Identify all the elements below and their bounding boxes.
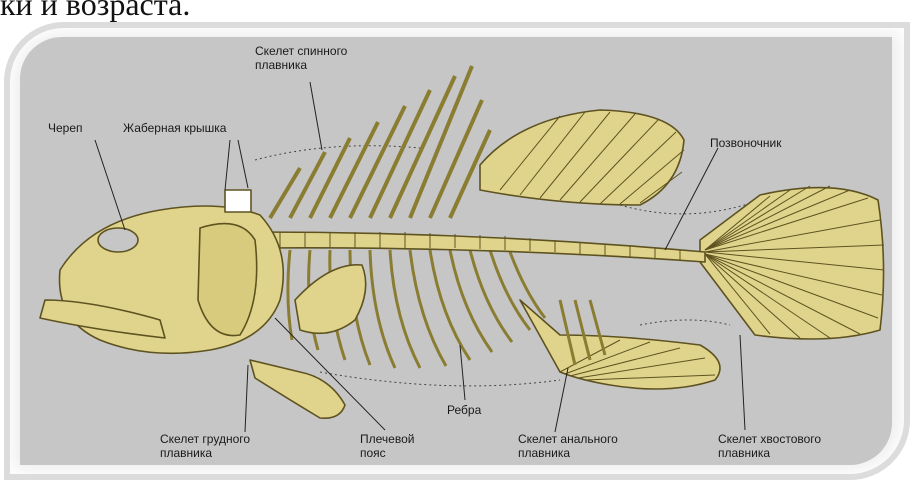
label-ribs: Ребра [447,403,481,417]
eye-orbit [98,228,138,252]
label-caudal-line1: Скелет хвостового [718,432,821,446]
leader-skull [95,140,125,230]
gill-cover [198,224,257,336]
leader-anal [555,368,568,432]
label-gill-cover: Жаберная крышка [123,121,226,135]
label-skull: Череп [48,121,83,135]
label-shoulder-line2: пояс [360,446,414,460]
spiny-dorsal-rays [270,66,490,218]
label-caudal-line2: плавника [718,446,821,460]
label-anal-line1: Скелет анального [518,432,618,446]
label-caudal-fin-skeleton: Скелет хвостового плавника [718,432,821,460]
label-shoulder-line1: Плечевой [360,432,414,446]
label-pectoral-fin-skeleton: Скелет грудного плавника [160,432,250,460]
leader-caudal [740,335,745,430]
label-pectoral-line2: плавника [160,446,250,460]
label-shoulder-girdle: Плечевой пояс [360,432,414,460]
label-dorsal-line1: Скелет спинного [255,44,347,58]
label-anal-line2: плавника [518,446,618,460]
leader-dorsal [310,82,322,150]
body-outline-top [255,146,420,160]
body-outline-tail-lower [640,320,730,325]
caudal-fin [700,188,884,339]
leader-gill-1 [225,140,230,190]
pectoral-fin [295,265,366,334]
leader-gill-2 [238,140,248,188]
label-dorsal-fin-skeleton: Скелет спинного плавника [255,44,347,72]
label-spine: Позвоночник [710,136,781,150]
label-pectoral-line1: Скелет грудного [160,432,250,446]
label-anal-fin-skeleton: Скелет анального плавника [518,432,618,460]
label-dorsal-line2: плавника [255,58,347,72]
body-outline-belly [320,372,560,386]
gill-cover-notch [225,190,251,212]
leader-pectoral [245,365,248,432]
pelvic-fin [250,360,345,418]
